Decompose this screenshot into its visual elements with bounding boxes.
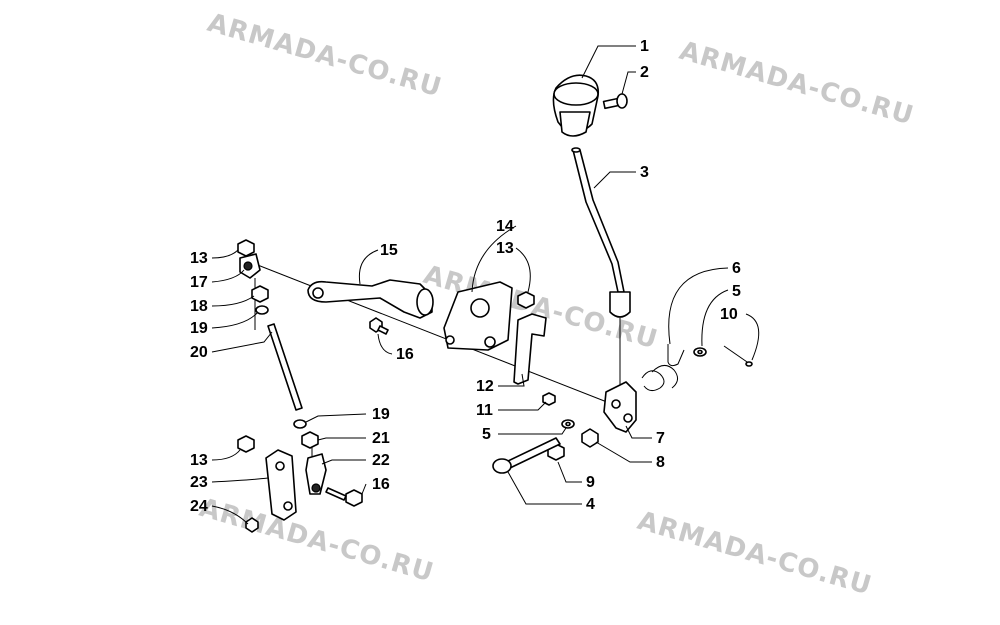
- ball-joint-lower: [305, 453, 327, 495]
- ball-joint-upper: [239, 253, 261, 279]
- callout-20: 20: [190, 344, 208, 361]
- shift-link: [265, 449, 297, 521]
- tie-rod: [267, 323, 303, 411]
- callout-4: 4: [586, 496, 595, 513]
- callout-1: 1: [640, 38, 649, 55]
- callout-5-right: 5: [732, 283, 741, 300]
- callout-10: 10: [720, 306, 738, 323]
- callout-3: 3: [640, 164, 649, 181]
- callout-15: 15: [380, 242, 398, 259]
- watermark-bottom-right: ARMADA-CO.RU: [634, 506, 875, 602]
- callout-22: 22: [372, 452, 390, 469]
- clevis-pin: [492, 437, 561, 474]
- small-screw-24: [245, 517, 259, 533]
- shift-arm: [307, 279, 434, 319]
- lock-nut-18: [251, 285, 269, 303]
- washer-lower: [561, 419, 575, 429]
- cap-screw-16-upper: [369, 317, 389, 335]
- watermark-top-left: ARMADA-CO.RU: [204, 8, 445, 104]
- shift-knob: [552, 74, 600, 137]
- callout-19-upper: 19: [190, 320, 208, 337]
- callout-numbers: 1 2 3 6 5 10 7 8 9 4 5 11 12 14 13 15 16…: [190, 38, 741, 515]
- callout-13-upper: 13: [496, 240, 514, 257]
- washer-19-upper: [255, 305, 269, 315]
- callout-9: 9: [586, 474, 595, 491]
- callout-14: 14: [496, 218, 514, 235]
- lock-nut-upper: [517, 291, 535, 309]
- hex-nut: [581, 428, 599, 448]
- callout-17: 17: [190, 274, 208, 291]
- watermark-bottom-left: ARMADA-CO.RU: [196, 493, 437, 589]
- callout-8: 8: [656, 454, 665, 471]
- callout-11: 11: [476, 402, 493, 419]
- callout-13-left: 13: [190, 250, 208, 267]
- set-screw: [602, 93, 628, 110]
- callout-12: 12: [476, 378, 494, 395]
- lock-nut-left-top: [237, 239, 255, 257]
- leader-lines: [211, 45, 760, 525]
- callout-6: 6: [732, 260, 741, 277]
- lock-nut-21: [301, 431, 319, 449]
- torsion-spring: [641, 344, 685, 392]
- callout-19-lower: 19: [372, 406, 390, 423]
- washer-19-lower: [293, 419, 307, 429]
- assembly-axis-lines: [249, 261, 621, 480]
- pivot-bracket: [603, 381, 637, 433]
- watermark-top-right: ARMADA-CO.RU: [676, 36, 917, 132]
- washer-right: [693, 347, 707, 357]
- callout-18: 18: [190, 298, 208, 315]
- callout-5-lower: 5: [482, 426, 491, 443]
- shift-lever: [571, 147, 631, 318]
- cap-screw-16-lower: [325, 487, 363, 507]
- callout-16-upper: 16: [396, 346, 414, 363]
- mounting-plate: [443, 281, 513, 351]
- callout-13-lower: 13: [190, 452, 208, 469]
- callout-16-lower: 16: [372, 476, 390, 493]
- callout-24: 24: [190, 498, 208, 515]
- mounting-bracket: [513, 313, 547, 385]
- callout-7: 7: [656, 430, 665, 447]
- lock-nut-13-lower: [237, 435, 255, 453]
- callout-23: 23: [190, 474, 208, 491]
- callout-2: 2: [640, 64, 649, 81]
- cotter-pin: [723, 345, 753, 367]
- callout-21: 21: [372, 430, 390, 447]
